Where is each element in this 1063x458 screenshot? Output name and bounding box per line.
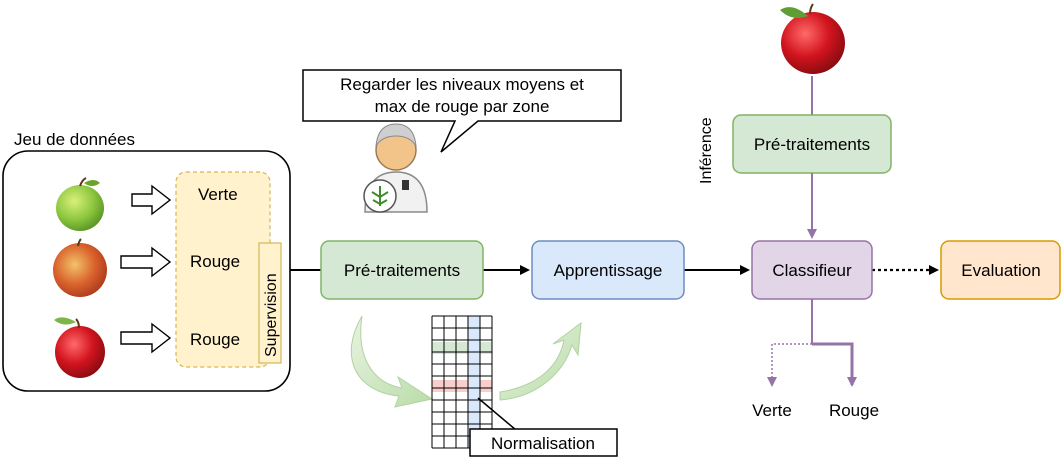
apprentissage-box: Apprentissage <box>531 240 685 300</box>
output-label-verte: Verte <box>752 401 792 420</box>
scientist-icon <box>363 123 428 213</box>
normalisation-label-box: Normalisation <box>469 428 618 457</box>
hollow-arrow-icon <box>120 184 172 354</box>
supervision-tag <box>258 242 282 364</box>
svg-text:Classifieur: Classifieur <box>772 261 852 280</box>
inference-pretraitements-box: Pré-traitements <box>732 114 892 174</box>
normalisation-pointer <box>477 397 517 431</box>
evaluation-box: Evaluation <box>940 240 1061 300</box>
red-apple-icon <box>54 317 105 378</box>
output-arrow-verte <box>767 343 812 387</box>
dataset-label-rouge: Rouge <box>190 252 240 271</box>
red-apple-icon <box>780 3 845 74</box>
output-label-rouge: Rouge <box>829 401 879 420</box>
normalisation-grid <box>431 315 493 449</box>
dataset-title: Jeu de données <box>14 130 135 149</box>
classifieur-box: Classifieur <box>751 240 873 300</box>
svg-text:Evaluation: Evaluation <box>961 261 1040 280</box>
red-apple-icon <box>53 238 107 297</box>
supervision-label: Supervision <box>263 273 280 357</box>
curved-arrow-in <box>350 315 434 408</box>
svg-text:Pré-traitements: Pré-traitements <box>344 261 460 280</box>
curved-arrow-out <box>499 321 582 401</box>
output-arrow-rouge <box>812 342 857 387</box>
svg-text:Regarder les niveaux moyens et: Regarder les niveaux moyens et <box>340 75 584 94</box>
speech-bubble: Regarder les niveaux moyens et max de ro… <box>302 69 622 153</box>
pretraitements-box: Pré-traitements <box>320 240 484 300</box>
svg-text:Normalisation: Normalisation <box>491 434 595 453</box>
dataset-label-verte: Verte <box>198 185 238 204</box>
svg-text:Pré-traitements: Pré-traitements <box>754 135 870 154</box>
inference-label: Inférence <box>698 117 715 184</box>
svg-text:Apprentissage: Apprentissage <box>554 261 663 280</box>
green-apple-icon <box>56 177 104 231</box>
svg-text:max de rouge par zone: max de rouge par zone <box>375 97 550 116</box>
dataset-label-rouge: Rouge <box>190 330 240 349</box>
